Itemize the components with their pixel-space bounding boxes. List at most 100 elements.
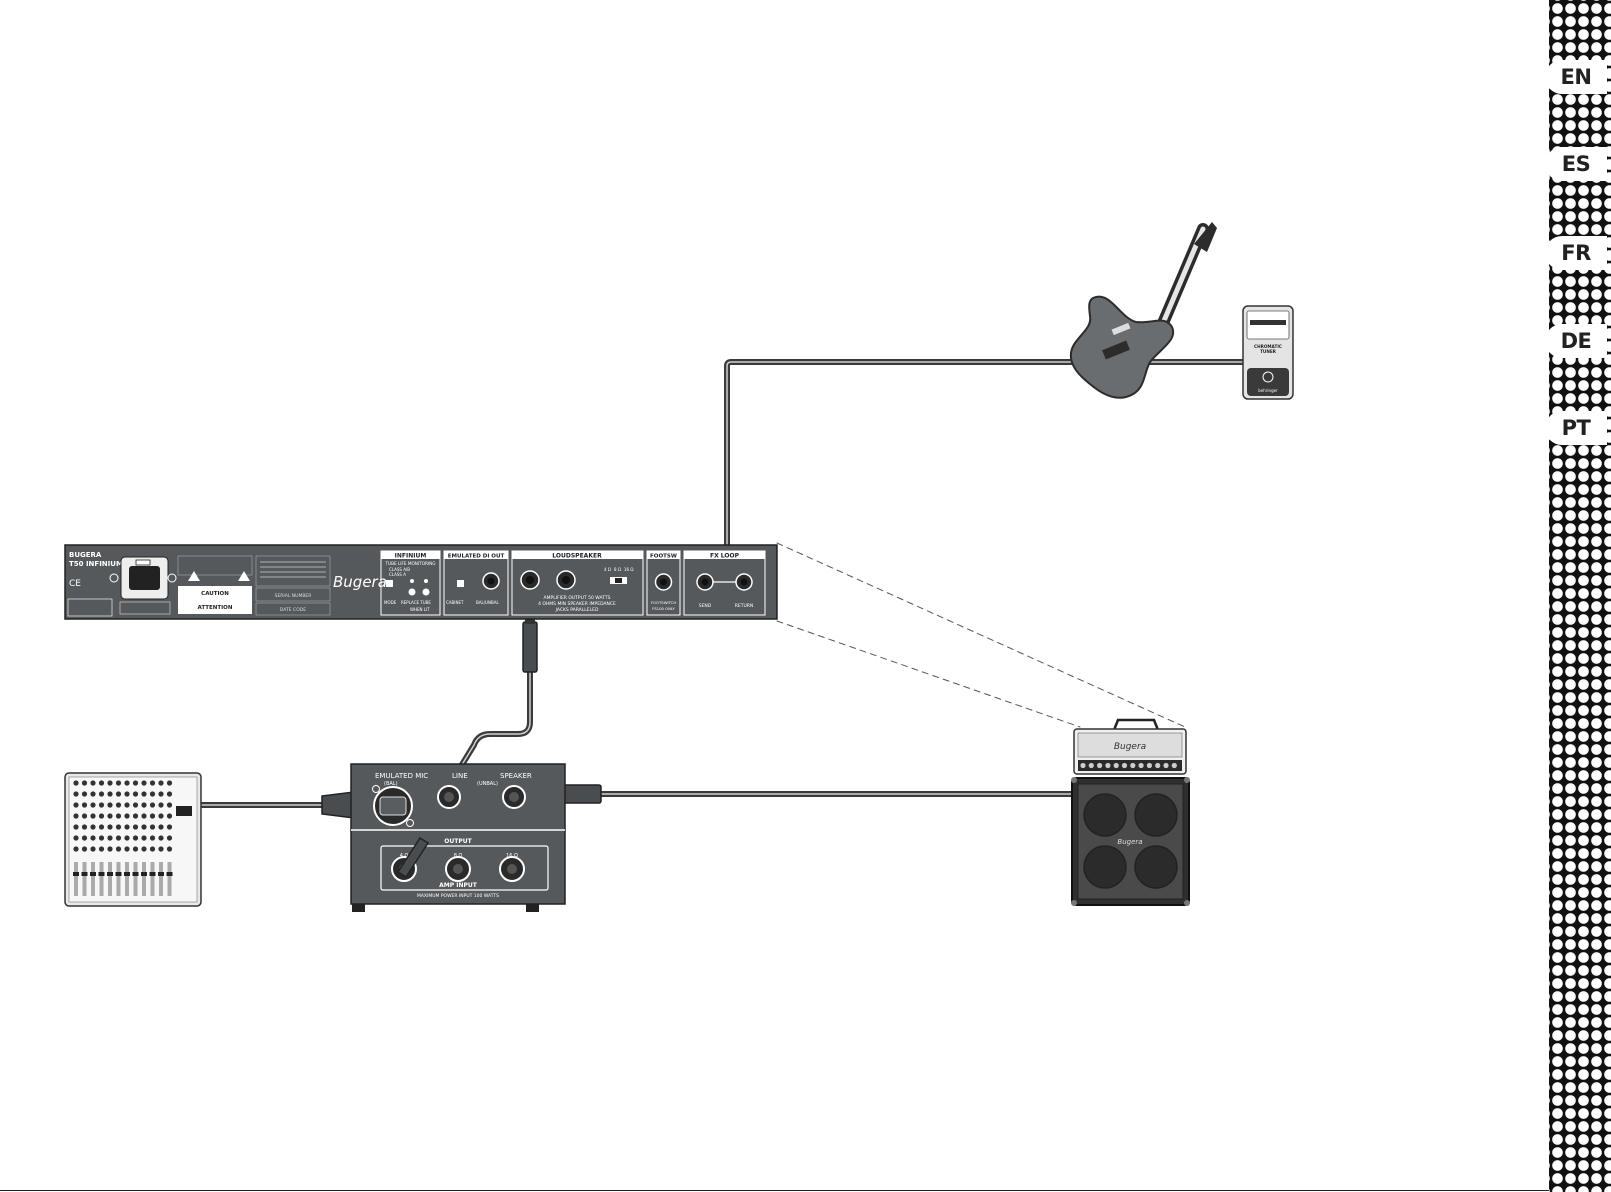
guitar-icon: [1069, 222, 1217, 399]
tab-en[interactable]: EN: [1545, 60, 1607, 94]
emulated-mic-label: EMULATED MIC: [375, 772, 428, 780]
line-unbal-label: (UNBAL): [477, 781, 498, 787]
tuner-title: CHROMATIC: [1254, 344, 1282, 349]
tuner-pedal: CHROMATIC TUNER behringer: [1242, 305, 1294, 400]
tab-pt[interactable]: PT: [1545, 411, 1607, 445]
speaker-cone-2: [1134, 793, 1178, 837]
line-label: LINE: [452, 772, 468, 780]
amp-brand-logo: Bugera: [333, 573, 387, 591]
fx-send-label: SEND: [699, 603, 712, 609]
imp-4-label: 4 Ω: [604, 567, 611, 572]
cabinet-switch[interactable]: [457, 580, 464, 587]
mode-switch[interactable]: [386, 580, 393, 587]
cable-fx-to-guitar: [724, 359, 1253, 551]
mixer-channel-strips: [73, 780, 173, 896]
mixer-channel-strip: [158, 780, 164, 896]
amp-input-label: AMP INPUT: [439, 882, 478, 889]
ce-mark: CE: [69, 579, 81, 589]
amp-head-knob[interactable]: [1155, 762, 1161, 769]
output-label: OUTPUT: [444, 838, 472, 845]
amp-head-knob[interactable]: [1097, 762, 1103, 769]
mixer-channel-strip: [124, 780, 130, 896]
caution-label: CAUTION: [201, 591, 229, 597]
when-lit-label: WHEN LIT: [410, 607, 430, 612]
tab-es[interactable]: ES: [1545, 147, 1607, 181]
amp-head-knob[interactable]: [1130, 762, 1136, 769]
max-power-label: MAXIMUM POWER INPUT 100 WATTS: [417, 893, 499, 899]
cabinet-brand: Bugera: [1117, 838, 1142, 846]
class-ab-label: CLASS A/B: [389, 567, 410, 572]
amp-head-knob[interactable]: [1113, 762, 1119, 769]
jacks-paralleled-label: JACKS PARALLELED: [555, 607, 599, 613]
cables: [197, 359, 1253, 861]
infinium-subtitle: TUBE LIFE MONITORING: [384, 561, 435, 566]
min-impedance-label: 4 OHMS MIN SPEAKER IMPEDANCE: [538, 601, 616, 607]
loudspeaker-title: LOUDSPEAKER: [552, 553, 602, 560]
mixer-channel-strip: [141, 780, 147, 896]
tube-led-1: [408, 588, 416, 596]
amp-head-knob[interactable]: [1105, 762, 1111, 769]
amp-output-label: AMPLIFIER OUTPUT 50 WATTS: [544, 595, 611, 601]
warning-icon: [188, 571, 200, 581]
imp-16-label: 16 Ω: [624, 567, 633, 572]
mixer-channel-strip: [149, 780, 156, 896]
tab-fr[interactable]: FR: [1545, 236, 1607, 270]
tube-led-2: [422, 588, 430, 596]
language-sidebar: [1549, 0, 1611, 1192]
di-out-title: EMULATED DI OUT: [448, 554, 505, 560]
tab-de[interactable]: DE: [1545, 324, 1607, 358]
date-label: DATE CODE: [280, 607, 306, 613]
warning-icon: [238, 571, 250, 581]
mixer-channel-strip: [115, 780, 122, 896]
footer-rule: [0, 1190, 1549, 1191]
fine-print-block: [255, 555, 331, 587]
serial-label: SERIAL NUMBER: [275, 593, 312, 599]
tuner-brand: behringer: [1258, 388, 1278, 393]
loadbox-imp-16: 16 Ω: [506, 853, 518, 859]
amp-head-knob[interactable]: [1163, 762, 1169, 769]
amp-head-knob[interactable]: [1138, 762, 1144, 769]
mixer-channel-strip: [73, 780, 79, 896]
footsw-note-2: FS100 ONLY: [652, 606, 675, 611]
attention-label: ATTENTION: [198, 605, 233, 611]
speaker-cone-1: [1083, 793, 1127, 837]
loadbox-imp-4: 4 Ω: [400, 853, 409, 859]
amp-rear-panel: BUGERA T50 INFINIUM CE CAUTION ATTENTION…: [64, 544, 778, 620]
amp-head-knob[interactable]: [1171, 762, 1177, 769]
fx-loop-title: FX LOOP: [710, 553, 740, 560]
cabinet-label: CABINET: [446, 600, 464, 605]
speaker-cabinet: Bugera: [1071, 777, 1190, 906]
amp-head-knob[interactable]: [1088, 762, 1094, 769]
amp-model-line2: T50 INFINIUM: [69, 560, 123, 568]
bal-unbal-label: BAL/UNBAL: [476, 600, 499, 605]
footsw-title: FOOTSW: [650, 554, 677, 560]
speaker-label: SPEAKER: [500, 772, 532, 780]
mixer-channel-strip: [90, 780, 96, 896]
amp-head-knob[interactable]: [1121, 762, 1128, 769]
imp-8-label: 8 Ω: [614, 567, 621, 572]
infinium-title: INFINIUM: [395, 553, 427, 560]
loadbox: EMULATED MIC (BAL) LINE (UNBAL) SPEAKER …: [350, 763, 566, 912]
mic-bal-label: (BAL): [384, 781, 398, 787]
mixer-channel-strip: [81, 780, 88, 896]
speaker-cone-3: [1083, 845, 1127, 889]
speaker-cone-4: [1134, 845, 1178, 889]
amp-head-knob[interactable]: [1146, 762, 1152, 769]
replace-tube-label: REPLACE TUBE: [401, 600, 431, 605]
mixer-display: [176, 806, 192, 816]
mode-label: MODE: [384, 600, 397, 605]
amp-model-line1: BUGERA: [69, 551, 102, 559]
mixer-channel-strip: [107, 780, 113, 896]
mixer-channel-strip: [166, 780, 173, 896]
mixer-channel-strip: [98, 780, 105, 896]
tuner-subtitle: TUNER: [1260, 349, 1277, 354]
loadbox-imp-8: 8 Ω: [454, 853, 463, 859]
zoom-guide-lines: [776, 542, 1186, 728]
class-a-label: CLASS A: [389, 572, 406, 577]
mixer: [64, 772, 202, 907]
footsw-note-1: FOOTSWITCH: [651, 600, 677, 605]
head-brand: Bugera: [1114, 742, 1146, 752]
amp-head: Bugera: [1073, 718, 1187, 775]
amp-head-knob[interactable]: [1080, 762, 1086, 769]
